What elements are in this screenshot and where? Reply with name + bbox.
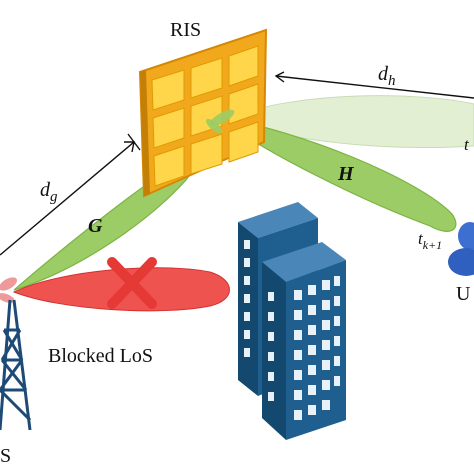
building-icon — [238, 202, 346, 440]
dh-dimension-line — [274, 71, 474, 99]
user-icon — [448, 222, 474, 276]
dg-dimension-line — [0, 133, 141, 256]
tk1-label: tk+1 — [418, 229, 442, 252]
cross-icon — [107, 257, 157, 309]
t-right-label: t — [464, 135, 470, 154]
blocked-los-label: Blocked LoS — [48, 345, 153, 367]
user-partial-label: U — [456, 283, 471, 305]
dh-label: dh — [378, 63, 396, 89]
beam-h — [217, 117, 457, 232]
h-channel-label: H — [337, 163, 355, 185]
ris-panel-icon — [138, 28, 268, 198]
ris-label: RIS — [170, 19, 201, 41]
bs-partial-label: S — [0, 445, 11, 467]
tower-icon — [0, 299, 32, 431]
dg-label: dg — [40, 179, 58, 205]
g-channel-label: G — [88, 215, 103, 237]
